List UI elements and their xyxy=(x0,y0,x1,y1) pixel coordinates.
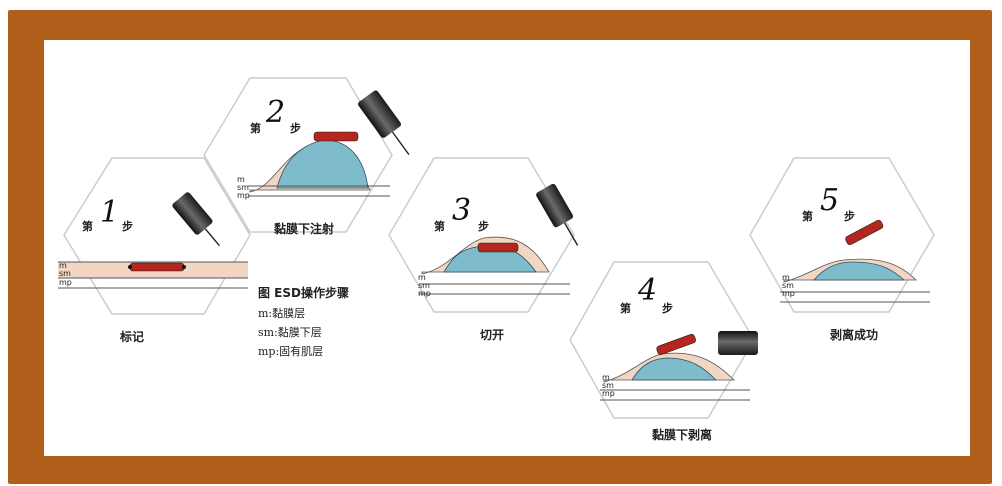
step-2-caption: 黏膜下注射 xyxy=(274,222,335,236)
step-3-prefix: 第 xyxy=(434,220,445,233)
step-3-caption: 切开 xyxy=(480,328,505,342)
hexagon-steps-drawing xyxy=(58,77,935,419)
step-3-number: 3 xyxy=(452,193,472,228)
step-5-suffix: 步 xyxy=(844,210,855,223)
layer-sm-label: sm xyxy=(237,183,249,192)
layer-m-label: m xyxy=(418,273,426,282)
step-4-prefix: 第 xyxy=(620,302,631,315)
step-2-prefix: 第 xyxy=(250,122,261,135)
step-1-caption: 标记 xyxy=(120,330,145,344)
layer-mp-label: mp xyxy=(782,289,795,298)
legend-line-m: m:黏膜层 xyxy=(258,307,306,320)
step-5-prefix: 第 xyxy=(802,210,813,223)
step-4-number: 4 xyxy=(638,273,658,308)
legend-line-sm: sm:黏膜下层 xyxy=(258,326,322,339)
step-2-suffix: 步 xyxy=(290,122,301,135)
step-5-hexagon xyxy=(749,157,935,313)
layer-m-label: m xyxy=(59,261,67,270)
layer-sm-label: sm xyxy=(782,281,794,290)
layer-m-label: m xyxy=(782,273,790,282)
step-1-suffix: 步 xyxy=(122,220,133,233)
layer-sm-label: sm xyxy=(59,269,71,278)
step-2-number: 2 xyxy=(266,95,286,130)
step-2-hexagon xyxy=(203,77,410,233)
step-4-hexagon xyxy=(569,261,758,419)
step-4-suffix: 步 xyxy=(662,302,673,315)
step-3-hexagon xyxy=(388,157,579,313)
step-1-hexagon xyxy=(58,157,251,315)
legend-line-mp: mp:固有肌层 xyxy=(258,345,324,358)
layer-m-label: m xyxy=(602,373,610,382)
step-5-caption: 剥离成功 xyxy=(830,328,879,342)
layer-mp-label: mp xyxy=(237,191,250,200)
layer-sm-label: sm xyxy=(602,381,614,390)
layer-m-label: m xyxy=(237,175,245,184)
legend-title: 图 ESD操作步骤 xyxy=(258,286,349,300)
layer-mp-label: mp xyxy=(418,289,431,298)
step-5-number: 5 xyxy=(820,183,840,218)
layer-mp-label: mp xyxy=(602,389,615,398)
diagram-panel: 第 1 步 标记 第 2 步 黏膜下注射 第 3 步 切开 第 4 步 黏膜下剥… xyxy=(44,40,970,456)
step-1-prefix: 第 xyxy=(82,220,93,233)
step-3-suffix: 步 xyxy=(478,220,489,233)
layer-sm-label: sm xyxy=(418,281,430,290)
layer-mp-label: mp xyxy=(59,278,72,287)
step-1-number: 1 xyxy=(100,195,120,230)
step-4-caption: 黏膜下剥离 xyxy=(652,428,713,442)
